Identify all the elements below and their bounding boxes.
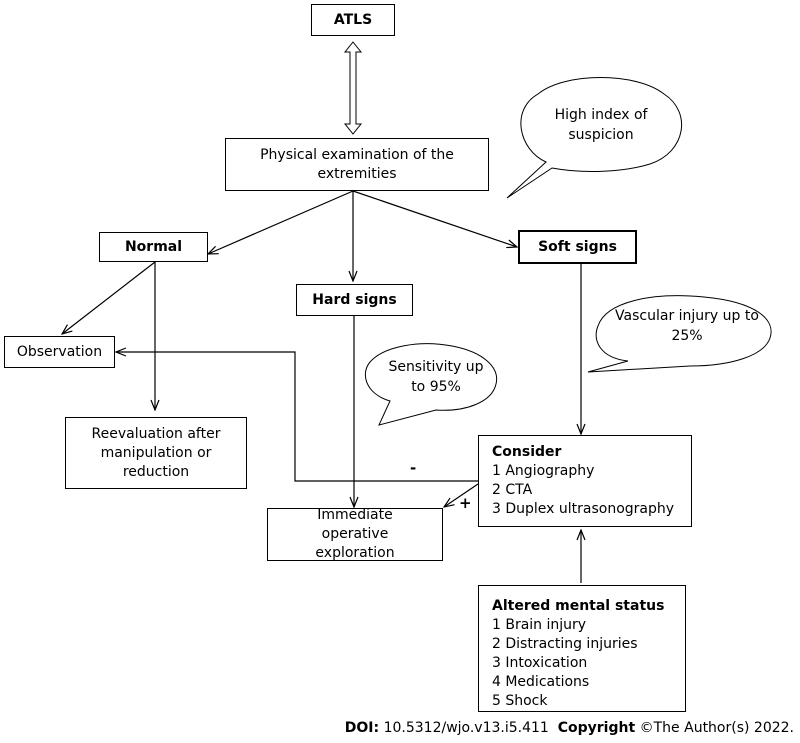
node-soft-signs: Soft signs xyxy=(518,230,637,264)
node-altered-mental-status: Altered mental status 1 Brain injury 2 D… xyxy=(478,585,686,712)
node-observation: Observation xyxy=(4,336,115,368)
node-immediate-exploration: Immediate operative exploration xyxy=(267,507,443,561)
citation-footer: DOI: 10.5312/wjo.v13.i5.411 Copyright ©T… xyxy=(345,720,794,736)
arrow-exam-to-normal xyxy=(208,190,354,254)
callout-bubble-sensitivity xyxy=(365,343,498,426)
callout-bubble-high-index xyxy=(506,77,682,199)
altered-mental-status-title: Altered mental status xyxy=(492,598,665,614)
positive-result-label: + xyxy=(459,494,472,512)
consider-item: 1 Angiography xyxy=(492,463,595,479)
node-hard-signs: Hard signs xyxy=(296,284,413,316)
altered-mental-status-item: 4 Medications xyxy=(492,674,590,690)
arrow-exam-to-soft-signs xyxy=(352,190,517,247)
consider-item: 3 Duplex ultrasonography xyxy=(492,501,675,517)
bidirectional-arrow xyxy=(343,41,363,135)
copyright-value: ©The Author(s) 2022. xyxy=(639,720,794,736)
copyright-label: Copyright xyxy=(557,720,636,736)
altered-mental-status-item: 5 Shock xyxy=(492,693,548,709)
consider-item: 2 CTA xyxy=(492,482,533,498)
altered-mental-status-item: 3 Intoxication xyxy=(492,655,588,671)
arrow-consider-positive-to-exploration xyxy=(444,483,479,507)
negative-result-label: - xyxy=(410,459,417,477)
callout-bubble-vascular-injury xyxy=(587,295,772,373)
doi-value: 10.5312/wjo.v13.i5.411 xyxy=(383,720,549,736)
altered-mental-status-item: 1 Brain injury xyxy=(492,617,587,633)
node-physical-exam: Physical examination of the extremities xyxy=(225,138,489,191)
callout-high-index: High index of suspicion xyxy=(554,107,648,143)
consider-title: Consider xyxy=(492,444,562,460)
arrow-consider-negative-to-observation xyxy=(116,352,478,482)
node-consider: Consider 1 Angiography 2 CTA 3 Duplex ul… xyxy=(478,435,692,527)
node-atls: ATLS xyxy=(311,4,395,36)
callout-vascular-injury: Vascular injury up to 25% xyxy=(615,308,759,344)
altered-mental-status-item: 2 Distracting injuries xyxy=(492,636,638,652)
arrow-normal-to-observation xyxy=(62,261,156,334)
doi-label: DOI: xyxy=(344,720,380,736)
callout-sensitivity: Sensitivity up to 95% xyxy=(388,359,484,395)
node-reevaluation: Reevaluation after manipulation or reduc… xyxy=(65,417,247,489)
node-normal: Normal xyxy=(99,232,208,262)
